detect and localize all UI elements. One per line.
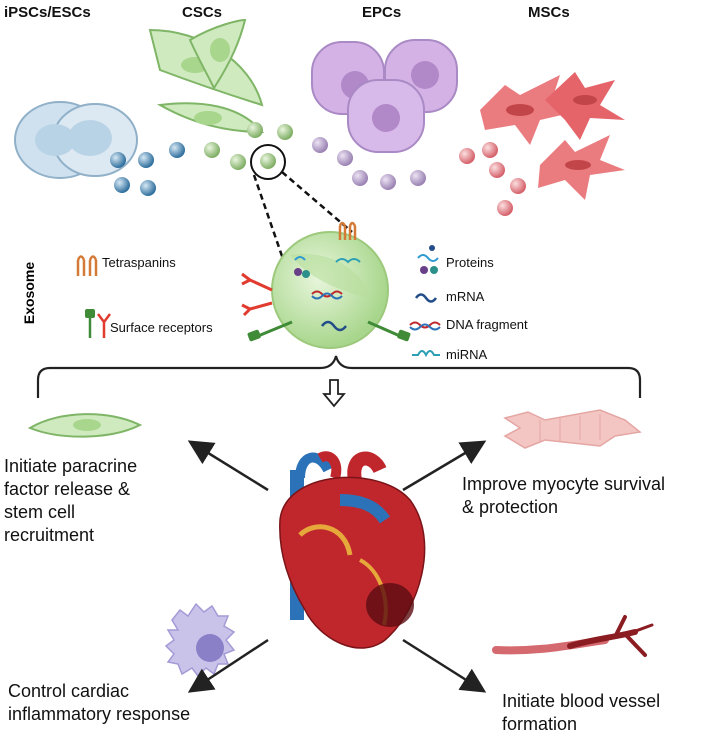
outcome-inflammation-line-1: Control cardiac — [8, 681, 130, 701]
label-csc: CSCs — [182, 4, 223, 21]
label-epc: EPCs — [362, 4, 402, 21]
tetraspanin-icon — [76, 255, 98, 276]
outcome-myocyte-line-1: Improve myocyte survival — [462, 474, 666, 494]
down-arrow-icon — [322, 379, 346, 408]
outcome-myocyte: Improve myocyte survival & protection — [462, 473, 665, 519]
outcome-paracrine-line-3: stem cell — [4, 502, 76, 522]
ipsc-cells — [14, 101, 185, 196]
legend-surface-receptors: Surface receptors — [110, 320, 213, 335]
outcome-angiogenesis: Initiate blood vessel formation — [502, 690, 660, 736]
label-msc: MSCs — [528, 4, 570, 21]
outcome-paracrine-line-4: recruitment — [4, 525, 95, 545]
outcome-angiogenesis-line-2: formation — [502, 714, 578, 734]
dna-fragment-icon — [409, 321, 441, 331]
outcome-paracrine-line-1: Initiate paracrine — [4, 456, 138, 476]
legend-dna-fragment: DNA fragment — [446, 317, 528, 332]
myocyte-image — [503, 409, 642, 449]
zoom-indicator — [250, 144, 353, 286]
surface-receptor-icon — [85, 309, 111, 338]
exosome — [241, 221, 411, 349]
blood-vessel-image — [492, 615, 654, 657]
outcome-paracrine: Initiate paracrine factor release & stem… — [4, 455, 137, 547]
legend-mirna: miRNA — [446, 347, 488, 362]
outcome-inflammation: Control cardiac inflammatory response — [8, 680, 190, 726]
legend-mrna: mRNA — [446, 289, 485, 304]
outcome-angiogenesis-line-1: Initiate blood vessel — [502, 691, 661, 711]
legend-tetraspanins: Tetraspanins — [102, 255, 176, 270]
epc-cells — [311, 39, 458, 190]
macrophage-image — [164, 602, 236, 678]
outcome-arrows — [187, 440, 487, 693]
exosome-side-label: Exosome — [21, 261, 37, 325]
outcome-inflammation-line-2: inflammatory response — [8, 704, 191, 724]
label-ipsc: iPSCs/ESCs — [4, 4, 91, 21]
heart-image — [279, 451, 426, 649]
mrna-icon — [414, 293, 438, 303]
legend-proteins: Proteins — [446, 255, 494, 270]
protein-icon — [417, 245, 439, 274]
outcome-myocyte-line-2: & protection — [462, 497, 559, 517]
msc-cells — [459, 72, 625, 216]
outcome-paracrine-line-2: factor release & — [4, 479, 131, 499]
mirna-icon — [412, 350, 440, 358]
bracket — [36, 355, 642, 398]
csc-cells — [148, 18, 293, 170]
